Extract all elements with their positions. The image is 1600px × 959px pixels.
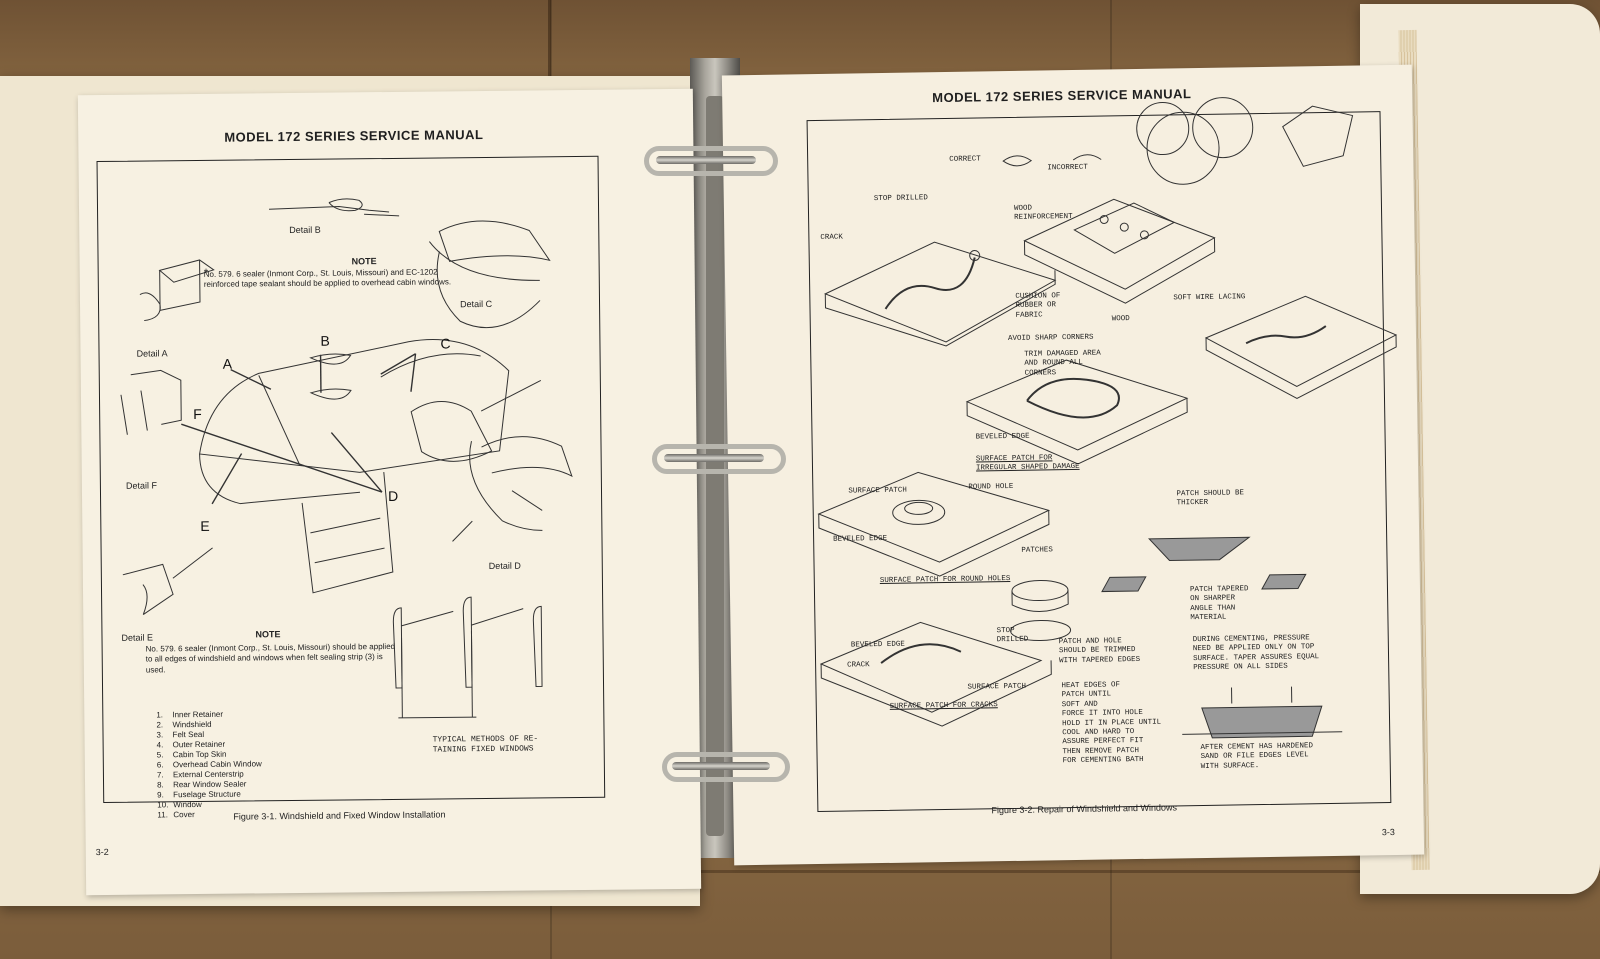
callout-crack: CRACK	[847, 661, 870, 670]
callout-during-cementing: DURING CEMENTING, PRESSURE NEED BE APPLI…	[1192, 634, 1320, 673]
callout-beveled-edge: BEVELED EDGE	[833, 534, 888, 544]
callout-surface-patch: SURFACE PATCH	[848, 486, 907, 496]
detail-e-label: Detail E	[121, 632, 154, 643]
note-bottom-title: NOTE	[255, 629, 281, 640]
callout-crack: CRACK	[820, 233, 843, 242]
binder-ring	[652, 444, 786, 474]
page-number: 3-3	[1381, 826, 1395, 838]
detail-c-label: Detail C	[459, 298, 493, 310]
callout-wood: WOOD	[1111, 315, 1130, 324]
callout-heat-edges: HEAT EDGES OF PATCH UNTIL SOFT AND FORCE…	[1061, 681, 1162, 766]
callout-after-cement: AFTER CEMENT HAS HARDENED SAND OR FILE E…	[1200, 742, 1314, 771]
callout-cracks: SURFACE PATCH FOR CRACKS	[889, 701, 998, 711]
callout-surface-patch: SURFACE PATCH	[967, 682, 1027, 692]
view-letter-e: E	[200, 517, 210, 534]
binder-ring-bar	[672, 762, 770, 770]
callout-round-hole: ROUND HOLE	[968, 482, 1014, 492]
cardboard-seam	[548, 0, 551, 90]
detail-b-label: Detail B	[289, 224, 321, 236]
legend-item: 8.Rear Window Sealer	[157, 779, 247, 790]
callout-irregular-damage: SURFACE PATCH FOR IRREGULAR SHAPED DAMAG…	[975, 454, 1080, 473]
window-repair-drawing	[817, 97, 1398, 739]
parts-legend: 1.Inner Retainer 2.Windshield 3.Felt Sea…	[156, 709, 262, 820]
binder-ring-bar	[664, 454, 764, 462]
detail-f-label: Detail F	[125, 480, 157, 491]
binder-spine-bar	[706, 96, 724, 836]
callout-trim-damaged: TRIM DAMAGED AREA AND ROUND ALL CORNERS	[1024, 349, 1101, 378]
view-letter-d: D	[387, 487, 399, 505]
callout-avoid-sharp-corners: AVOID SHARP CORNERS	[1007, 333, 1094, 344]
callout-incorrect: INCORRECT	[1047, 163, 1088, 173]
callout-patches: PATCHES	[1021, 546, 1053, 555]
cardboard-seam	[0, 870, 1600, 873]
view-letter-c: C	[440, 335, 451, 352]
callout-patch-tapered: PATCH TAPERED ON SHARPER ANGLE THAN MATE…	[1189, 585, 1249, 623]
binder-ring	[662, 752, 790, 782]
binder-ring	[644, 146, 778, 176]
binder-ring-bar	[656, 156, 756, 164]
callout-wood-reinforcement: WOOD REINFORCEMENT	[1013, 204, 1073, 223]
legend-item: 6.Overhead Cabin Window	[156, 759, 262, 770]
detail-a-label: Detail A	[136, 348, 168, 359]
typical-methods-label: TYPICAL METHODS OF RE- TAINING FIXED WIN…	[432, 734, 539, 755]
callout-patch-and-hole: PATCH AND HOLE SHOULD BE TRIMMED WITH TA…	[1058, 637, 1141, 665]
left-page: MODEL 172 SERIES SERVICE MANUAL	[77, 88, 702, 896]
callout-beveled-edge: BEVELED EDGE	[850, 640, 905, 650]
windshield-installation-drawing	[120, 198, 573, 719]
callout-stop-drilled: STOP DRILLED	[996, 626, 1029, 645]
page-number: 3-2	[95, 846, 109, 858]
callout-beveled-edge: BEVELED EDGE	[975, 432, 1030, 442]
view-letter-b: B	[320, 332, 330, 349]
view-letter-a: A	[222, 355, 233, 372]
callout-correct: CORRECT	[949, 155, 981, 164]
note-bottom-body: No. 579. 6 sealer (Inmont Corp., St. Lou…	[145, 641, 396, 675]
callout-patch-thicker: PATCH SHOULD BE THICKER	[1176, 489, 1245, 508]
callout-soft-wire-lacing: SOFT WIRE LACING	[1173, 293, 1246, 303]
callout-cushion: CUSHION OF RUBBER OR FABRIC	[1015, 292, 1061, 320]
callout-stop-drilled: STOP DRILLED	[873, 194, 928, 204]
detail-d-label: Detail D	[488, 560, 521, 571]
note-top-body: No. 579. 6 sealer (Inmont Corp., St. Lou…	[203, 267, 452, 290]
note-top-title: NOTE	[351, 256, 377, 267]
view-letter-f: F	[193, 405, 202, 423]
right-page: MODEL 172 SERIES SERVICE MANUAL	[721, 64, 1425, 866]
